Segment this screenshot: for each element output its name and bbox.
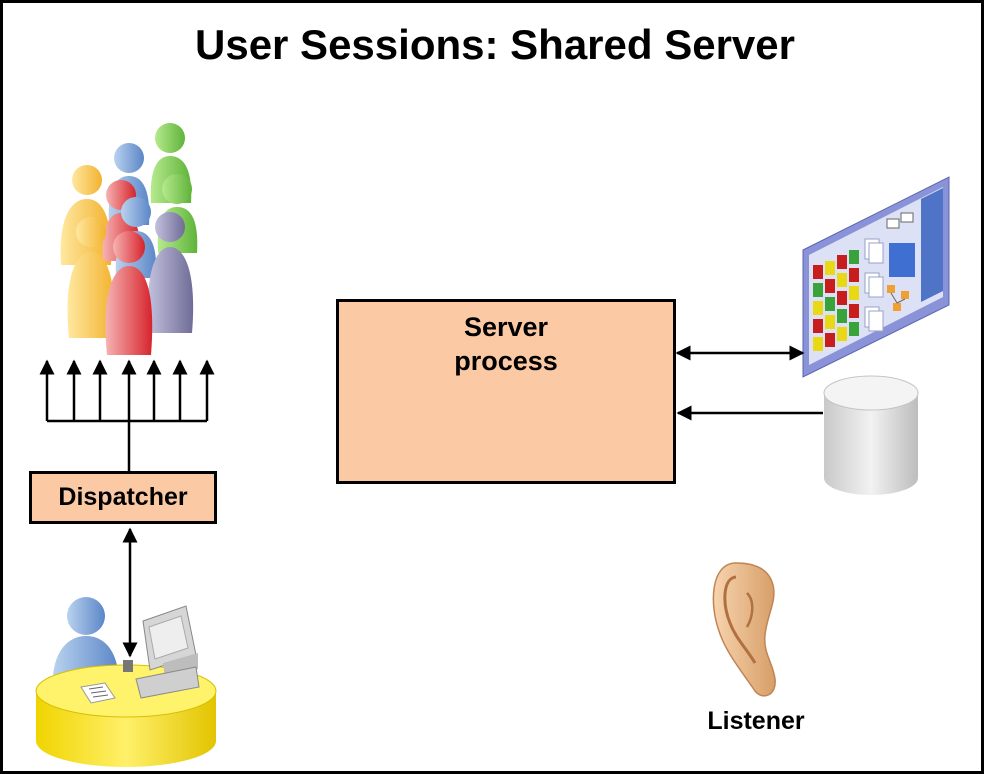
dispatcher-box: Dispatcher — [29, 471, 217, 524]
people-group-icon — [60, 123, 198, 355]
sga-memory-panel-icon — [802, 176, 950, 378]
user-at-computer-icon — [35, 597, 217, 767]
user-connections — [39, 359, 215, 471]
listener-label: Listener — [707, 707, 805, 735]
server-process-label: Server process — [454, 312, 558, 376]
database-cylinder-icon — [823, 375, 919, 495]
ear-icon — [712, 562, 776, 697]
server-process-box: Server process — [336, 299, 676, 484]
diagram-canvas — [35, 123, 950, 767]
slide-title: User Sessions: Shared Server — [195, 21, 795, 68]
dispatcher-label: Dispatcher — [58, 483, 188, 511]
